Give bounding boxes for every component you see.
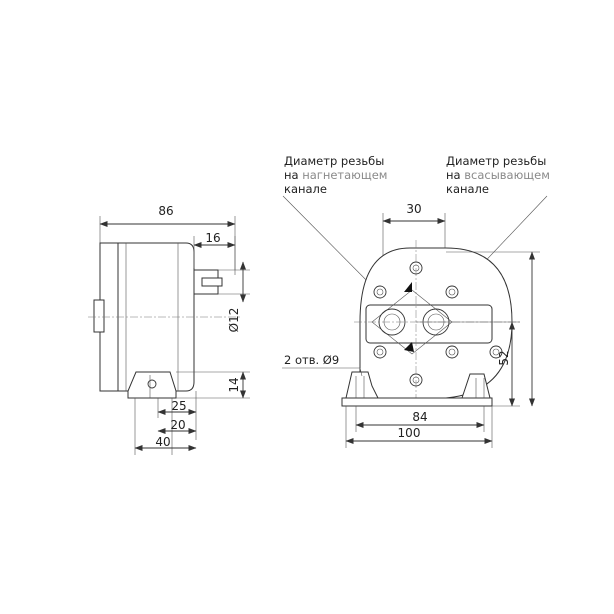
dim-40-label: 40: [155, 435, 170, 449]
dim-25-label: 25: [171, 399, 186, 413]
discharge-note-line3: канале: [284, 182, 327, 196]
suction-note-line1: Диаметр резьбы: [446, 154, 546, 168]
suction-note-line3: канале: [446, 182, 489, 196]
holes-note: 2 отв. Ø9: [284, 353, 339, 367]
discharge-note-highlight: нагнетающем: [302, 168, 387, 182]
suction-note-prefix: на: [446, 168, 461, 182]
dim-86-label: 86: [158, 204, 173, 218]
dim-d12-label: Ø12: [227, 308, 241, 333]
side-view: [88, 216, 250, 455]
side-shaft-key: [201, 277, 223, 287]
front-view: [282, 195, 548, 448]
dim-14-label: 14: [227, 377, 241, 392]
dim-20-label: 20: [170, 418, 185, 432]
discharge-note-line2: на нагнетающем: [284, 168, 387, 182]
side-foot: [127, 371, 177, 399]
dim-100-label: 100: [398, 426, 421, 440]
dim-52-label: 52: [497, 350, 511, 365]
side-rear-boss: [93, 299, 105, 333]
dim-30-label: 30: [406, 202, 421, 216]
dim-16-label: 16: [205, 231, 220, 245]
suction-note-line2: на всасывающем: [446, 168, 550, 182]
discharge-note-line1: Диаметр резьбы: [284, 154, 384, 168]
suction-thread-note: Диаметр резьбы на всасывающем канале: [446, 154, 550, 196]
dim-84-label: 84: [412, 410, 427, 424]
suction-note-highlight: всасывающем: [464, 168, 550, 182]
discharge-note-prefix: на: [284, 168, 299, 182]
front-base: [341, 397, 493, 407]
discharge-thread-note: Диаметр резьбы на нагнетающем канале: [284, 154, 387, 196]
